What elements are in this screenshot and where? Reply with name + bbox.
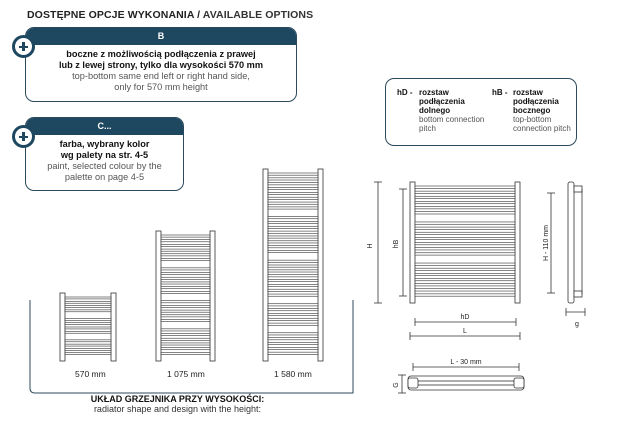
option-b-text-en-2: only for 570 mm height [114, 82, 208, 92]
height-comparison-frame [29, 300, 354, 394]
radiator-small-icon [59, 292, 117, 362]
legend-hd-text: rozstaw podłączenia dolnego bottom conne… [419, 88, 484, 133]
height-label-large: 1 580 mm [274, 369, 312, 379]
radiator-front-view [409, 181, 521, 304]
legend-hb-text: rozstaw podłączenia bocznego top-bottom … [513, 88, 571, 133]
legend-hd-pl-1: rozstaw [419, 88, 449, 97]
dim-h-label: H [367, 243, 374, 248]
dim-l-minus-label: L - 30 mm [450, 359, 481, 366]
page-title: DOSTĘPNE OPCJE WYKONANIA / AVAILABLE OPT… [27, 9, 313, 21]
option-c-text-en-1: paint, selected colour by the [47, 161, 162, 171]
dim-hb-label: hB [393, 239, 400, 248]
legend-hd-pl-3: dolnego [419, 106, 451, 115]
radiator-top-view [407, 375, 525, 391]
option-c-card: C... farba, wybrany kolor wg palety na s… [25, 117, 184, 191]
option-b-code: B [26, 28, 296, 45]
legend-hb-pl-3: bocznego [513, 106, 551, 115]
radiator-side-view [567, 181, 583, 304]
option-b-text-en-1: top-bottom same end left or right hand s… [72, 71, 250, 81]
title-separator: / [194, 9, 203, 21]
legend-hb: hB - [492, 88, 508, 97]
dim-h-minus-label: H - 110 mm [543, 225, 550, 261]
option-c-description: farba, wybrany kolor wg palety na str. 4… [26, 135, 183, 183]
legend-hd-pl-2: podłączenia [419, 97, 465, 106]
legend-hd-en-1: bottom connection [419, 115, 485, 124]
option-b-text-pl-1: boczne z możliwością podłączenia z prawe… [66, 49, 256, 59]
layout-caption-pl: UKŁAD GRZEJNIKA PRZY WYSOKOŚCI: [90, 394, 265, 404]
front-dimension-lines [374, 181, 586, 394]
dim-l-label: L [463, 328, 467, 335]
radiator-large-icon [262, 168, 324, 362]
dim-g-upper-label: G [393, 382, 400, 387]
option-c-text-pl-2: wg palety na str. 4-5 [60, 150, 149, 160]
legend-hb-key: hB - [492, 88, 508, 97]
option-c-text-pl-1: farba, wybrany kolor [59, 139, 150, 149]
legend-hb-pl-2: podłączenia [513, 97, 559, 106]
option-b-description: boczne z możliwością podłączenia z prawe… [26, 45, 296, 93]
title-en: AVAILABLE OPTIONS [202, 9, 314, 21]
dim-g-label: g [575, 321, 579, 328]
dim-hd-label: hD [461, 314, 470, 321]
option-c-code: C... [26, 118, 183, 135]
layout-caption: UKŁAD GRZEJNIKA PRZY WYSOKOŚCI: radiator… [0, 394, 355, 414]
option-c-text-en-2: palette on page 4-5 [64, 172, 145, 182]
title-pl: DOSTĘPNE OPCJE WYKONANIA [27, 9, 195, 21]
radiator-medium-icon [155, 230, 216, 362]
plus-icon [12, 35, 35, 58]
legend-hd: hD - [397, 88, 413, 97]
plus-icon [12, 125, 35, 148]
legend-hb-pl-1: rozstaw [513, 88, 543, 97]
legend-box [385, 78, 577, 146]
height-label-small: 570 mm [75, 369, 106, 379]
option-b-card: B boczne z możliwością podłączenia z pra… [25, 27, 297, 102]
legend-hb-en-2: connection pitch [513, 124, 571, 133]
legend-hb-en-1: top-bottom [513, 115, 552, 124]
legend-hd-key: hD - [397, 88, 413, 97]
legend-hd-en-2: pitch [419, 124, 436, 133]
option-b-text-pl-2: lub z lewej strony, tylko dla wysokości … [58, 60, 264, 70]
layout-caption-en: radiator shape and design with the heigh… [93, 404, 262, 414]
height-label-medium: 1 075 mm [167, 369, 205, 379]
